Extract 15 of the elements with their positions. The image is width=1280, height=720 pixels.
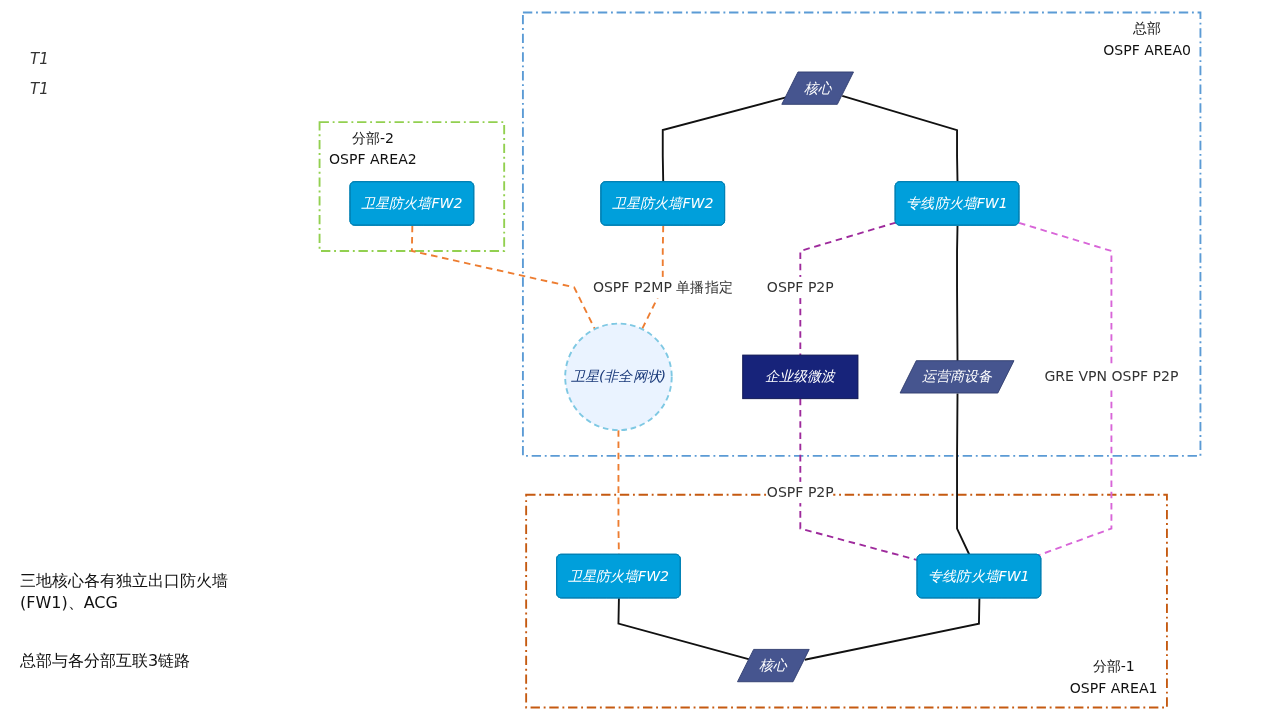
connector bbox=[1018, 221, 1113, 557]
edge-label: OSPF P2P bbox=[766, 483, 834, 501]
note-text: 总部与各分部互联3链路 bbox=[20, 650, 192, 672]
edge-label: OSPF P2MP 单播指定 bbox=[592, 278, 733, 296]
connector bbox=[799, 397, 919, 562]
tunnel-label: T1 bbox=[30, 50, 49, 68]
node-circle: 卫星(非全网状) bbox=[564, 322, 673, 432]
tunnel-label: T1 bbox=[30, 80, 49, 98]
edge-label: GRE VPN OSPF P2P bbox=[1044, 368, 1179, 386]
connector bbox=[956, 392, 971, 556]
edge-label: OSPF P2P bbox=[766, 278, 834, 296]
connector bbox=[410, 224, 596, 331]
connector bbox=[617, 597, 751, 661]
note-text: 三地核心各有独立出口防火墙(FW1)、ACG bbox=[20, 570, 229, 614]
connector bbox=[803, 597, 981, 661]
